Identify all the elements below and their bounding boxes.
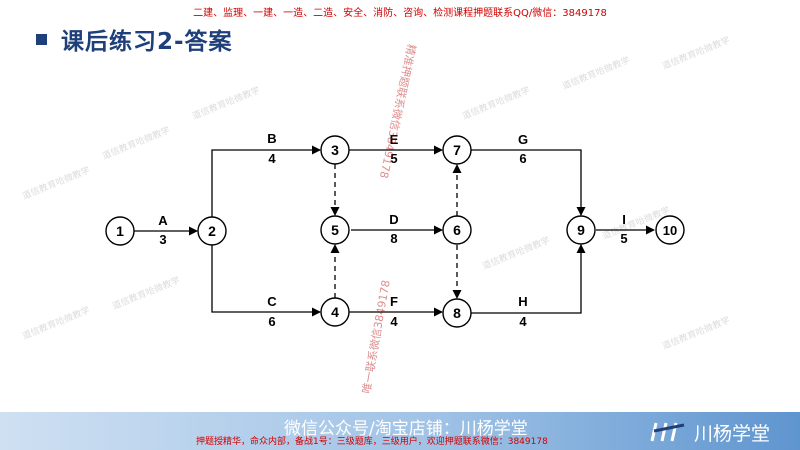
footer-bar (0, 412, 800, 450)
activity-duration-g: 6 (519, 151, 526, 166)
square-bullet-icon (36, 33, 47, 45)
page-title: 课后练习2-答案 (61, 29, 233, 55)
activity-label-e: E (390, 132, 399, 147)
node-3: 3 (320, 135, 350, 165)
activity-arrow-h (471, 244, 586, 314)
node-9-label: 9 (577, 222, 585, 238)
node-5: 5 (320, 215, 350, 245)
node-2: 2 (197, 216, 227, 246)
node-7-label: 7 (453, 142, 461, 158)
node-1-label: 1 (116, 223, 124, 239)
activity-duration-i: 5 (620, 231, 627, 246)
activity-arrow-g (471, 149, 586, 216)
activity-duration-c: 6 (268, 314, 275, 329)
activity-duration-f: 4 (390, 314, 398, 329)
top-banner: 二建、监理、一建、一造、二造、安全、消防、咨询、检测课程押题联系QQ/微信：38… (193, 8, 607, 19)
node-8-label: 8 (453, 305, 461, 321)
activity-arrow-b (211, 145, 321, 217)
brand-name: 川杨学堂 (694, 423, 771, 445)
node-10-label: 10 (663, 223, 677, 238)
title-area: 课后练习2-答案 (36, 22, 233, 56)
node-6-label: 6 (453, 222, 461, 238)
activity-label-f: F (390, 294, 398, 309)
footer-redline: 押题授精华，命众内部，备战1号：三级题库，三级用户，欢迎押题联系微信：38491… (196, 437, 548, 447)
activity-label-d: D (389, 212, 398, 227)
activity-duration-d: 8 (390, 231, 397, 246)
node-6: 6 (442, 215, 472, 245)
activity-label-h: H (518, 294, 527, 309)
node-5-label: 5 (331, 222, 339, 238)
footer-text: 微信公众号/淘宝店铺：川杨学堂 (284, 419, 528, 439)
activity-label-g: G (518, 132, 528, 147)
node-7: 7 (442, 135, 472, 165)
node-9: 9 (566, 215, 596, 245)
activity-duration-h: 4 (519, 314, 527, 329)
node-1: 1 (105, 216, 135, 246)
activity-duration-e: 5 (390, 151, 397, 166)
node-10: 10 (655, 215, 685, 245)
activity-arrow-c (211, 245, 321, 317)
node-3-label: 3 (331, 142, 339, 158)
activity-duration-a: 3 (159, 232, 166, 247)
activity-duration-b: 4 (268, 151, 276, 166)
activity-label-a: A (158, 213, 168, 228)
activity-label-i: I (622, 212, 626, 227)
node-2-label: 2 (208, 223, 216, 239)
node-8: 8 (442, 298, 472, 328)
activity-label-b: B (267, 131, 276, 146)
node-4: 4 (320, 297, 350, 327)
brand-logo-icon (650, 422, 685, 442)
node-4-label: 4 (331, 304, 339, 320)
activity-label-c: C (267, 294, 277, 309)
